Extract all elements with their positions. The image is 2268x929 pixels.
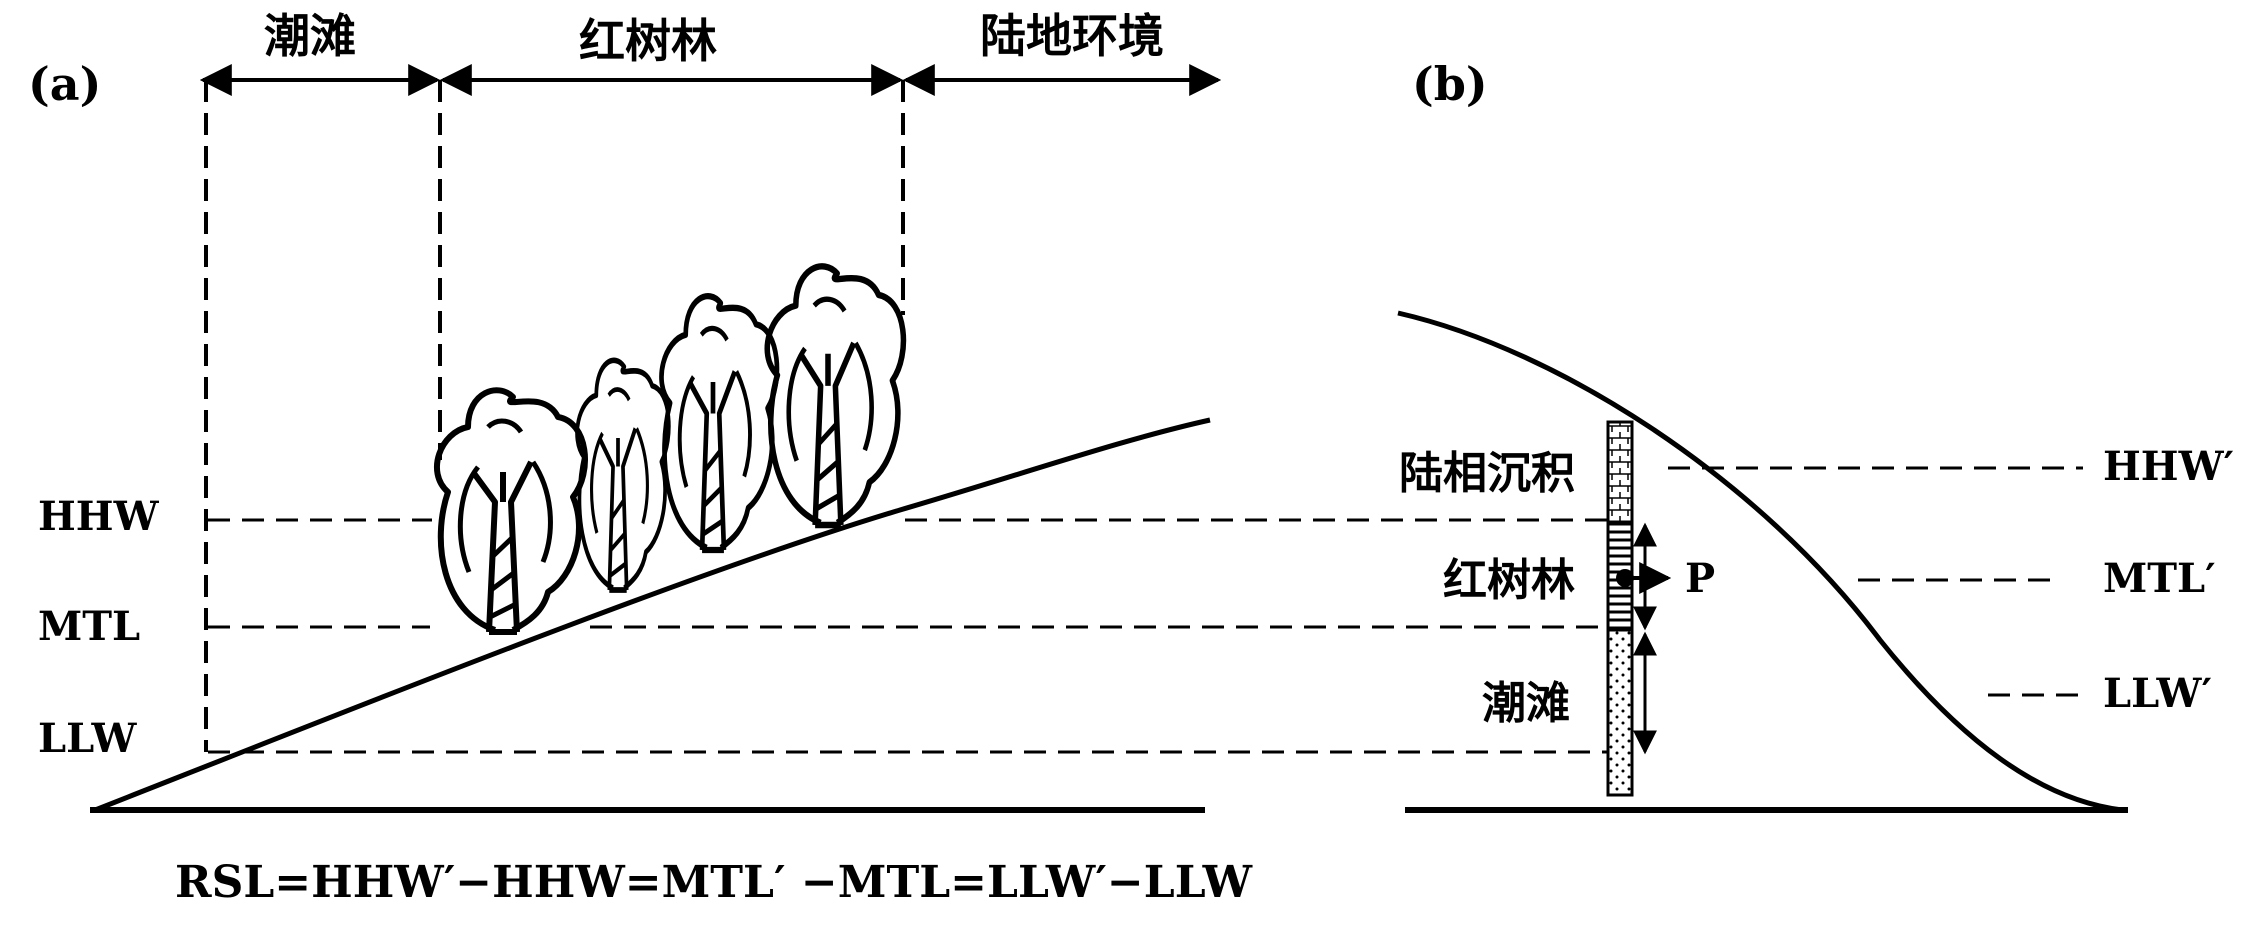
mangrove-tree-icon bbox=[767, 266, 903, 525]
water-level-lines bbox=[208, 518, 1610, 754]
mangrove-tree-icon bbox=[437, 390, 585, 632]
rsl-equation: RSL=HHW′−HHW=MTL′ −MTL=LLW′−LLW bbox=[175, 857, 1253, 908]
core-unit-terrestrial: 陆相沉积 bbox=[1399, 448, 1575, 499]
level-label-llw: LLW bbox=[38, 715, 138, 762]
core-unit-tidal-flat: 潮滩 bbox=[1482, 678, 1570, 729]
sediment-core bbox=[1606, 420, 1634, 797]
zone-label-tidal-flat: 潮滩 bbox=[264, 9, 356, 63]
panel-b-label: (b) bbox=[1412, 57, 1488, 111]
mangrove-tree-icon bbox=[661, 296, 776, 550]
sample-point-label: P bbox=[1685, 555, 1715, 602]
level-label-mtl-prime: MTL′ bbox=[2103, 555, 2216, 602]
level-label-mtl: MTL bbox=[38, 603, 140, 650]
zone-boundaries bbox=[204, 80, 905, 752]
zone-label-land: 陆地环境 bbox=[980, 9, 1164, 63]
ground-slope-a bbox=[94, 417, 1211, 813]
panel-a-label: (a) bbox=[28, 57, 101, 111]
level-label-hhw: HHW bbox=[38, 493, 160, 540]
level-label-hhw-prime: HHW′ bbox=[2103, 443, 2234, 490]
mangrove-trees bbox=[437, 266, 903, 632]
hill-profile-b bbox=[1397, 310, 2123, 813]
level-lines-b bbox=[1668, 466, 2083, 697]
zone-label-mangrove: 红树林 bbox=[579, 14, 717, 68]
core-unit-mangrove: 红树林 bbox=[1443, 555, 1575, 606]
level-label-llw-prime: LLW′ bbox=[2103, 670, 2212, 717]
mangrove-tree-icon bbox=[577, 360, 669, 590]
